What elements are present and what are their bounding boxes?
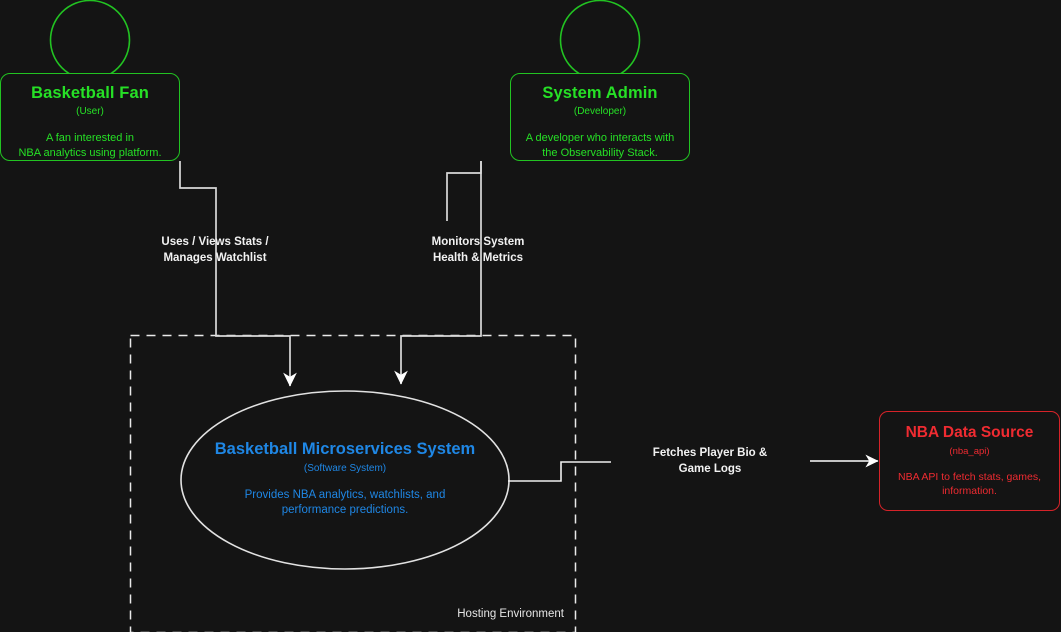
connector-admin-to-system [394, 161, 482, 385]
basketball-fan-head-icon [49, 0, 131, 81]
hosting-environment-boundary [129, 334, 577, 632]
external-system-description-line-1: NBA API to fetch stats, games, [898, 471, 1041, 484]
external-system-nba-data-source[interactable]: NBA Data Source (nba_api) NBA API to fet… [879, 411, 1060, 511]
external-system-type: (nba_api) [949, 445, 990, 457]
external-system-description: NBA API to fetch stats, games, informati… [880, 470, 1059, 498]
hosting-environment-boundary-label: Hosting Environment [457, 608, 564, 620]
system-admin-head-icon [559, 0, 641, 81]
external-system-description-line-2: information. [942, 485, 997, 498]
person-basketball-fan[interactable]: Basketball Fan (User) A fan interested i… [0, 73, 180, 161]
connector-fan-to-system [179, 161, 297, 387]
person-basketball-fan-description: A fan interested in NBA analytics using … [1, 131, 179, 161]
person-basketball-fan-type: (User) [76, 106, 104, 118]
person-system-admin[interactable]: System Admin (Developer) A developer who… [510, 73, 690, 161]
connector-admin-elbow [446, 161, 482, 221]
person-basketball-fan-description-line-2: NBA analytics using platform. [18, 147, 162, 160]
person-basketball-fan-name: Basketball Fan [31, 84, 149, 102]
external-system-name: NBA Data Source [905, 424, 1034, 441]
person-system-admin-description-line-1: A developer who interacts with [525, 132, 675, 145]
person-system-admin-type: (Developer) [573, 106, 627, 118]
person-basketball-fan-description-line-1: A fan interested in [45, 132, 135, 145]
person-system-admin-name: System Admin [542, 84, 658, 102]
basketball-microservices-system-shape [180, 390, 510, 570]
connector-system-to-nba [508, 461, 611, 482]
person-system-admin-description: A developer who interacts with the Obser… [511, 131, 689, 161]
person-system-admin-description-line-2: the Observability Stack. [542, 147, 658, 160]
